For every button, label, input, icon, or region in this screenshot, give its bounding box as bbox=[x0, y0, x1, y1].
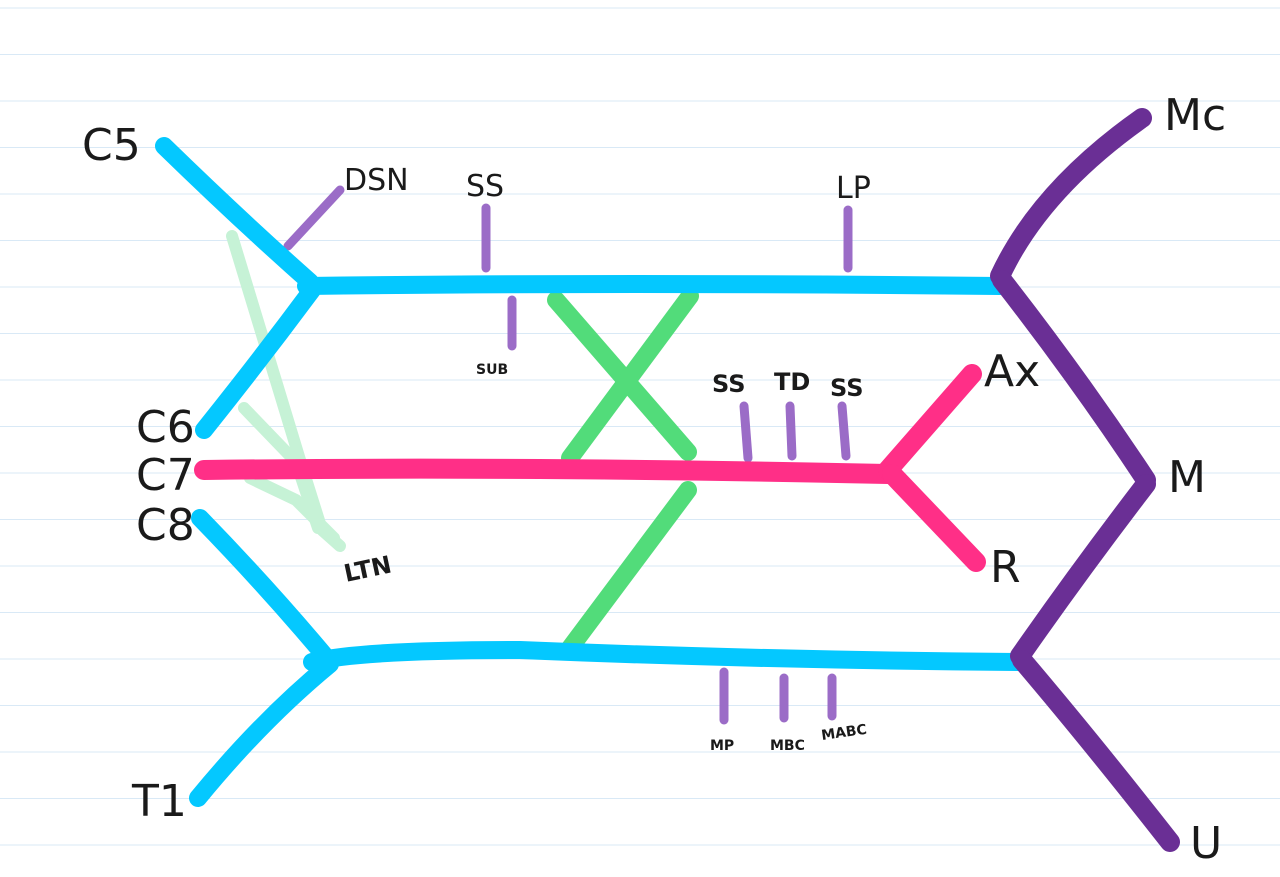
lower-trunk bbox=[303, 641, 1029, 671]
label-c5: C5 bbox=[82, 120, 141, 171]
label-ss-trunk: SS bbox=[466, 169, 504, 204]
label-ss-post-2: SS bbox=[830, 374, 864, 402]
label-c8: C8 bbox=[136, 500, 195, 551]
root-c7 bbox=[194, 458, 898, 484]
label-mabc: MABC bbox=[820, 722, 868, 744]
label-mp: MP bbox=[710, 738, 734, 754]
label-sub: SUB bbox=[476, 362, 508, 378]
branch-to-radial bbox=[882, 464, 986, 572]
branch-to-axillary bbox=[878, 364, 982, 480]
posterior-cord bbox=[194, 364, 986, 572]
median-lower-path bbox=[1010, 474, 1156, 666]
label-r: R bbox=[990, 542, 1021, 593]
label-ss-post-1: SS bbox=[712, 370, 746, 398]
ulnar-path bbox=[1012, 650, 1180, 852]
label-dsn: DSN bbox=[344, 163, 409, 198]
root-c6 bbox=[195, 281, 321, 439]
labels: C5 DSN SS SUB LP SS TD SS C6 C7 C8 LTN T… bbox=[82, 90, 1226, 869]
label-c7: C7 bbox=[136, 450, 195, 501]
label-ltn: LTN bbox=[341, 551, 394, 588]
branch-td bbox=[785, 401, 797, 461]
branch-ss-post-1 bbox=[739, 401, 753, 463]
root-t1 bbox=[189, 655, 339, 807]
roots-and-trunks bbox=[155, 137, 1029, 807]
label-lp: LP bbox=[836, 171, 871, 206]
branch-dsn bbox=[283, 185, 345, 251]
label-u: U bbox=[1190, 818, 1222, 869]
label-mbc: MBC bbox=[770, 738, 805, 754]
nerve-branches bbox=[283, 185, 853, 725]
label-mc: Mc bbox=[1164, 90, 1226, 141]
root-c8 bbox=[191, 509, 339, 671]
terminal-nerves bbox=[990, 108, 1180, 852]
upper-trunk bbox=[297, 275, 1009, 295]
label-td: TD bbox=[774, 368, 810, 396]
musculocutaneous-path bbox=[990, 108, 1152, 286]
label-t1: T1 bbox=[131, 776, 187, 827]
root-c5 bbox=[155, 137, 319, 291]
label-c6: C6 bbox=[136, 402, 195, 453]
divisions bbox=[547, 287, 699, 657]
branch-ss-post-2 bbox=[837, 401, 851, 461]
label-ax: Ax bbox=[984, 346, 1040, 397]
median-upper-path bbox=[992, 270, 1156, 490]
label-m: M bbox=[1168, 452, 1206, 503]
